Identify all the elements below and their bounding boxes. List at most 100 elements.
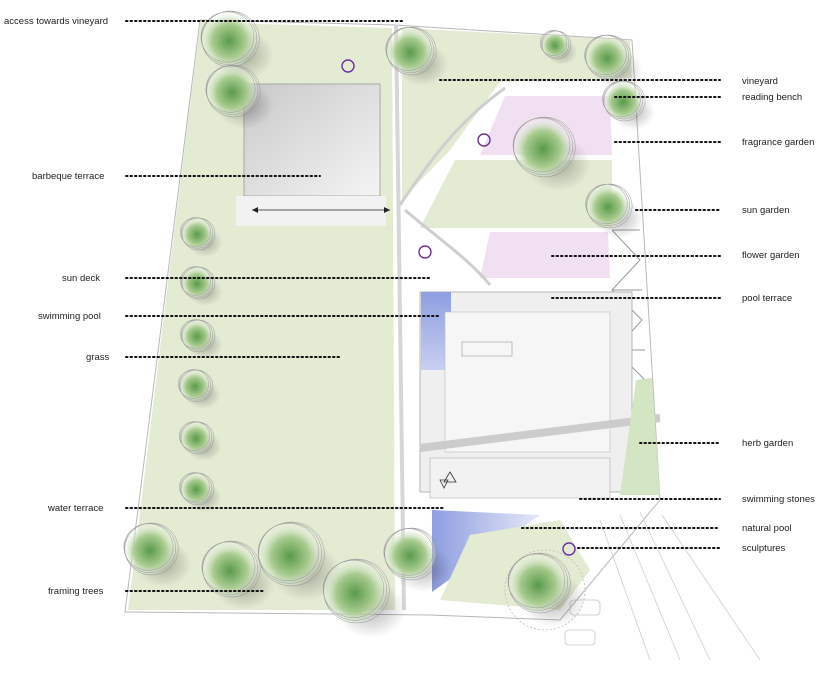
tree (179, 421, 222, 461)
tree-outline (507, 553, 566, 609)
tree-outline (202, 540, 261, 598)
label-flower-garden: flower garden (742, 250, 800, 261)
tree-outline (179, 421, 213, 453)
vineyard-lawn (402, 28, 632, 200)
label-swimming-stones: swimming stones (742, 494, 815, 505)
label-sculptures: sculptures (742, 543, 786, 554)
tree-canopy (508, 552, 568, 612)
sculpture-marker-1 (341, 59, 355, 73)
tree (201, 540, 275, 610)
tree-outline (384, 528, 436, 578)
tree-canopy (124, 522, 176, 574)
label-text: flower garden (742, 250, 800, 261)
label-text: sun deck (62, 273, 100, 284)
tree-outline (513, 117, 573, 175)
tree-outline (179, 472, 210, 502)
tree (180, 266, 223, 306)
tree (385, 26, 449, 86)
label-natural-pool: natural pool (742, 523, 792, 534)
label-herb-garden: herb garden (742, 438, 793, 449)
curved-path-2 (404, 208, 492, 286)
tree-outline (180, 266, 211, 296)
herb-garden-bed (620, 378, 660, 495)
driveway-lines (599, 511, 761, 661)
tree-outline (124, 523, 176, 573)
label-text: access towards vineyard (4, 16, 108, 27)
label-text: pool terrace (742, 293, 792, 304)
lower-floor (429, 457, 611, 499)
label-text: barbeque terrace (32, 171, 104, 182)
dim-arrow-left (252, 207, 258, 213)
tree-outline (180, 266, 214, 298)
flower-garden-bed (480, 232, 610, 278)
diagonal-wall (419, 414, 661, 452)
tree-outline (181, 217, 216, 251)
label-text: natural pool (742, 523, 792, 534)
walkway (394, 24, 406, 611)
tree (512, 116, 591, 191)
tree-outline (181, 319, 216, 353)
label-access-towards-vineyard: access towards vineyard (4, 16, 108, 27)
label-text: framing trees (48, 586, 104, 597)
dim-arrow-right (384, 207, 390, 213)
tree-canopy (181, 319, 213, 351)
tree-outline (124, 522, 179, 576)
tree-outline (513, 116, 576, 178)
tree-canopy (541, 30, 569, 58)
label-reading-bench: reading bench (742, 92, 802, 103)
sculpture-triangle-2 (439, 479, 449, 489)
tree-canopy (585, 34, 629, 78)
tree-canopy (513, 116, 573, 176)
tree-outline (206, 64, 261, 118)
tree (179, 472, 222, 512)
label-swimming-pool: swimming pool (38, 311, 101, 322)
tree-outline (180, 472, 215, 506)
tree-outline (383, 528, 434, 576)
parking-car-2 (564, 629, 596, 646)
tree-outline (123, 523, 174, 571)
label-grass: grass (86, 352, 109, 363)
label-text: sculptures (742, 543, 786, 554)
tree-canopy (384, 527, 436, 579)
tree-canopy (323, 558, 387, 622)
tree (602, 80, 655, 130)
label-sun-deck: sun deck (62, 273, 100, 284)
label-text: grass (86, 352, 109, 363)
label-text: swimming pool (38, 311, 101, 322)
tree-outline (541, 30, 572, 60)
tree (585, 183, 644, 238)
tree-canopy (179, 369, 211, 401)
tree (539, 30, 578, 65)
tree-outline (508, 553, 568, 611)
sculpture-triangle (443, 471, 457, 483)
tree-outline (508, 552, 571, 614)
tree-outline (180, 319, 214, 351)
leader-lines (125, 20, 721, 592)
tree-outline (179, 472, 213, 504)
tree-canopy (201, 10, 257, 66)
tree-outline (386, 26, 437, 76)
label-fragrance-garden: fragrance garden (742, 137, 814, 148)
tree-canopy (180, 421, 212, 453)
tree-canopy (586, 183, 630, 227)
tree-canopy (181, 266, 213, 298)
tree (205, 64, 274, 129)
sculpture-marker-3 (418, 245, 432, 259)
tree-outline (384, 527, 439, 581)
label-barbeque-terrace: barbeque terrace (32, 171, 104, 182)
label-text: reading bench (742, 92, 802, 103)
tree-outline (585, 34, 632, 80)
sculpture-marker-4 (562, 542, 576, 556)
tree-outline (180, 421, 215, 455)
framing-trees-group (123, 10, 655, 638)
label-text: swimming stones (742, 494, 815, 505)
tree-outline (179, 421, 210, 451)
tree-outline (323, 558, 390, 624)
curved-path-1 (398, 86, 506, 206)
tree-outline (180, 319, 211, 349)
tree (322, 558, 407, 638)
tree (180, 319, 223, 359)
tree-canopy (258, 521, 322, 585)
label-text: herb garden (742, 438, 793, 449)
tree-outline (205, 65, 256, 113)
